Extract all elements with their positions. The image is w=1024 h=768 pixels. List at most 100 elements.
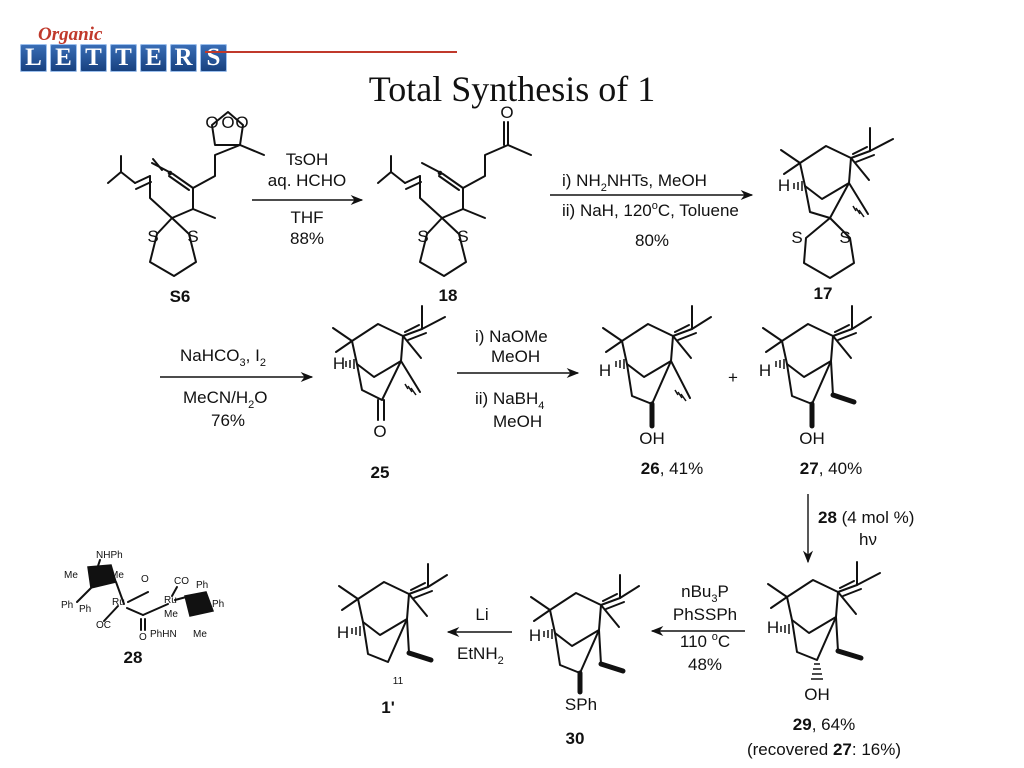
reagent-text: PhSSPh [673, 605, 737, 624]
hydroxyl-label: OH [799, 429, 825, 448]
hydrogen-label: H [333, 354, 345, 373]
hashed-h-bond [615, 359, 625, 369]
compound-label-17: 17 [814, 284, 833, 303]
compound-label-s6: S6 [170, 287, 191, 306]
logo-letter: E [140, 44, 167, 72]
structure-27 [762, 305, 872, 429]
catalyst-text: Ru [112, 597, 125, 608]
catalyst-text: O [141, 574, 149, 585]
catalyst-text: Me [64, 570, 78, 581]
hydrogen-label: H [599, 361, 611, 380]
oxygen-label: O [221, 113, 234, 132]
reagent-text: aq. HCHO [268, 171, 346, 190]
compound-label-29: 29, 64% [793, 715, 855, 734]
catalyst-text: OC [96, 620, 111, 631]
logo-script-text: Organic [38, 24, 103, 45]
hydroxyl-label: OH [804, 685, 830, 704]
logo-letter: L [20, 44, 47, 72]
catalyst-text: O [139, 632, 147, 643]
hashed-h-bond [345, 359, 355, 369]
logo-letter: S [200, 44, 227, 72]
allene-center-dot [437, 170, 443, 176]
structure-30 [530, 574, 640, 695]
catalyst-loading-text: 28 (4 mol %) [818, 508, 914, 527]
header-rule [205, 51, 457, 53]
oxygen-label: O [373, 422, 386, 441]
sulfur-label: S [147, 227, 158, 246]
hydrogen-label: H [767, 618, 779, 637]
yield-text: 76% [211, 411, 245, 430]
structure-28-catalyst [76, 559, 215, 631]
structure-s6 [107, 111, 265, 277]
solvent-text: MeCN/H2O [183, 388, 268, 411]
structure-18 [377, 121, 532, 277]
page-title: Total Synthesis of 1 [368, 69, 656, 109]
hashed-h-bond [780, 624, 790, 634]
sulfur-label: S [791, 228, 802, 247]
structure-29 [767, 561, 881, 661]
compound-label-1-prime: 1' [381, 698, 395, 717]
hydroxyl-label: OH [639, 429, 665, 448]
hashed-h-bond [793, 181, 803, 191]
structure-17 [780, 127, 894, 279]
catalyst-text: Ph [212, 599, 224, 610]
reagent-text: nBu3P [681, 582, 729, 605]
logo-letter: R [170, 44, 197, 72]
compound-label-25: 25 [371, 463, 390, 482]
structure-25 [332, 305, 446, 421]
recovered-note: (recovered 27: 16%) [747, 740, 901, 759]
hashed-h-bond [543, 629, 553, 639]
hydrogen-label: H [529, 626, 541, 645]
temperature-text: 110 oC [680, 631, 730, 651]
reagent-text: Li [475, 605, 488, 624]
reagent-text: TsOH [286, 150, 329, 169]
logo-letter: T [80, 44, 107, 72]
hashed-oh-bond [811, 663, 823, 680]
catalyst-text: Me [193, 629, 207, 640]
hydrogen-label: H [778, 176, 790, 195]
catalyst-text: Me [110, 570, 124, 581]
logo-letter: E [50, 44, 77, 72]
light-text: hν [859, 530, 877, 549]
compound-label-27: 27, 40% [800, 459, 862, 478]
position-number-label: 11 [393, 676, 404, 687]
reagent-text: i) NH2NHTs, MeOH [562, 171, 707, 194]
sulfur-label: S [457, 227, 468, 246]
catalyst-text: Ph [79, 604, 91, 615]
reagent-text: ii) NaBH4 [475, 389, 544, 412]
solvent-text: THF [290, 208, 323, 227]
catalyst-text: Ru [164, 595, 177, 606]
structure-26 [602, 305, 712, 429]
compound-label-18: 18 [439, 286, 458, 305]
solvent-text: MeOH [493, 412, 542, 431]
catalyst-text: CO [174, 576, 189, 587]
oxygen-label: O [235, 113, 248, 132]
plus-sign: + [728, 368, 738, 387]
yield-text: 88% [290, 229, 324, 248]
catalyst-text: Me [164, 609, 178, 620]
hydrogen-label: H [337, 623, 349, 642]
reagent-text: ii) NaH, 120oC, Toluene [562, 200, 739, 220]
sulfur-label: S [417, 227, 428, 246]
hashed-h-bond [775, 359, 785, 369]
compound-label-30: 30 [566, 729, 585, 748]
catalyst-text: PhHN [150, 629, 177, 640]
hashed-methyl-bond [674, 389, 687, 402]
allene-center-dot [167, 170, 173, 176]
catalyst-text: Ph [196, 580, 208, 591]
hashed-methyl-bond [852, 205, 865, 218]
hashed-methyl-bond [404, 383, 417, 396]
logo-wordmark: L E T T E R S [20, 44, 230, 74]
yield-text: 80% [635, 231, 669, 250]
structure-1-prime [338, 563, 448, 663]
oxygen-label: O [500, 103, 513, 122]
oxygen-label: O [205, 113, 218, 132]
logo-letter: T [110, 44, 137, 72]
thiophenyl-label: SPh [565, 695, 597, 714]
hydrogen-label: H [759, 361, 771, 380]
hashed-h-bond [351, 626, 361, 636]
solvent-text: MeOH [491, 347, 540, 366]
reagent-text: i) NaOMe [475, 327, 548, 346]
compound-label-28: 28 [124, 648, 143, 667]
